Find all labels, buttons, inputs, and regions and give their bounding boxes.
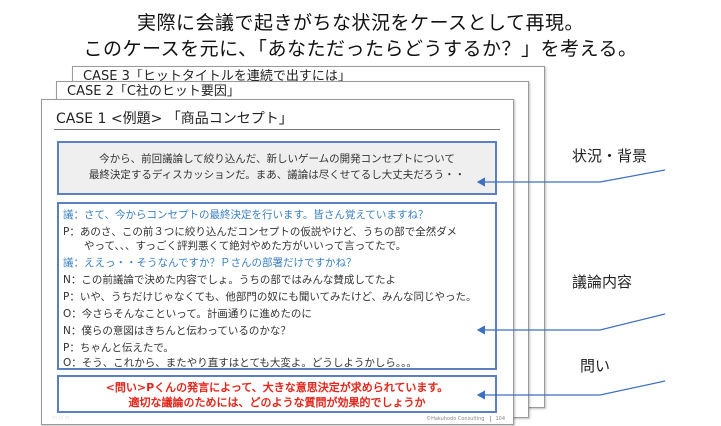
heading-line-1: 実際に会議で起きがちな状況をケースとして再現。 — [137, 12, 584, 34]
dialogue-line: やって、、、すっごく評判悪くて絶対やめた方がいいって言ってたで。 — [63, 240, 407, 252]
case-3-title: CASE 3「ヒットタイトルを連続で出すには」 — [83, 69, 351, 84]
copyright-text: ©Hakuhodo Consulting — [426, 416, 485, 422]
footer-decoration: ▭ ▭ ▭ — [52, 415, 70, 421]
situation-line-2: 最終決定するディスカッションだ。まあ、議論は尽くせてるし大丈夫だろう・・ — [88, 169, 466, 181]
label-question: 問い — [580, 357, 611, 375]
question-box: <問い>Pくんの発言によって、大きな意思決定が求められています。 適切な議論のた… — [57, 375, 497, 413]
situation-line-1: 今から、前回議論して絞り込んだ、新しいゲームの開発コンセプトについて — [99, 153, 455, 165]
case-2-title: CASE 2「C社のヒット要因」 — [67, 84, 240, 99]
label-discussion: 議論内容 — [572, 273, 633, 291]
dialogue-line: N：この前議論で決めた内容でしょ。うちの部ではみんな賛成してたよ — [63, 274, 397, 286]
dialogue-line: P：いや、うちだけじゃなくても、他部門の奴にも聞いてみたけど、みんな同じやった。 — [63, 291, 477, 303]
dialogue-line: O：そう、これから、またやり直すはとても大変よ。どうしようかしら。。。 — [63, 357, 417, 369]
dialogue-line: N：僕らの意図はきちんと伝わっているのかな？ — [63, 325, 291, 337]
title-divider — [54, 129, 500, 130]
question-line-2: 適切な議論のためには、どのような質問が効果的でしょうか — [128, 396, 426, 409]
slide-footer: ©Hakuhodo Consulting 104 — [426, 416, 505, 422]
dialogue-line: P：あのさ、この前３つに絞り込んだコンセプトの仮説やけど、うちの部で全然ダメ — [63, 226, 457, 238]
dialogue-line: 議：さて、今からコンセプトの最終決定を行います。皆さん覚えていますね？ — [63, 209, 429, 221]
discussion-box: 議：さて、今からコンセプトの最終決定を行います。皆さん覚えていますね？ P：あの… — [57, 202, 497, 370]
case-card-1: CASE 1 <例題> 「商品コンセプト」 今から、前回議論して絞り込んだ、新し… — [41, 99, 514, 425]
label-situation: 状況・背景 — [572, 147, 648, 165]
heading-line-2: このケースを元に、「あなただったらどうするか？」を考える。 — [83, 38, 638, 60]
dialogue-line: O：今さらそんなこといって。計画通りに進めたのに — [63, 308, 312, 320]
dialogue-line: 議：ええっ・・そうなんですか？Ｐさんの部署だけですかね？ — [63, 257, 357, 269]
question-line-1: <問い>Pくんの発言によって、大きな意思決定が求められています。 — [105, 381, 449, 394]
situation-box: 今から、前回議論して絞り込んだ、新しいゲームの開発コンセプトについて 最終決定す… — [57, 141, 497, 195]
dialogue-line: P：ちゃんと伝えたで。 — [63, 342, 174, 354]
case-1-title: CASE 1 <例題> 「商品コンセプト」 — [56, 111, 293, 127]
page-number: 104 — [490, 416, 505, 422]
